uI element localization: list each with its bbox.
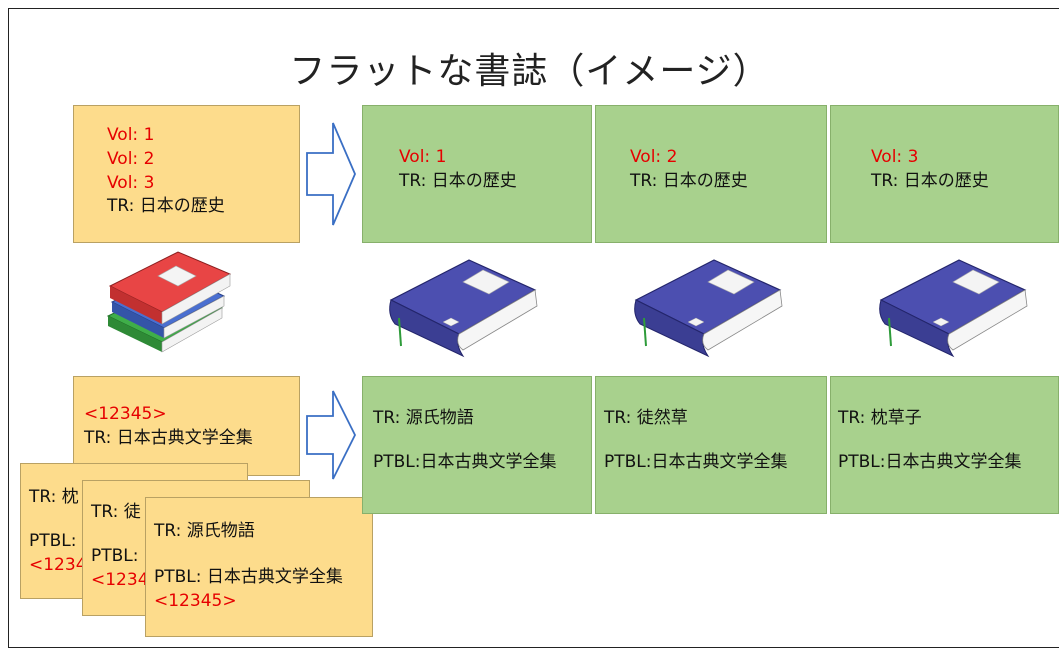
vol-label: Vol: 3 [871,147,919,167]
tr-label: TR: 日本古典文学全集 [84,427,253,448]
target-box-vol2: Vol: 2 TR: 日本の歴史 [595,105,827,243]
tr-label: TR: 日本の歴史 [399,170,517,191]
ptbl-label: PTBL: [91,545,139,566]
tr-label: TR: 日本の歴史 [107,196,225,217]
ptbl-label: PTBL: [29,530,77,551]
stacked-card-front: TR: 源氏物語 PTBL: 日本古典文学全集 <12345> [145,497,373,637]
target-box-work1: TR: 源氏物語 PTBL:日本古典文学全集 [362,376,592,514]
target-box-work3: TR: 枕草子 PTBL:日本古典文学全集 [830,376,1059,514]
tr-label: TR: 日本の歴史 [630,170,748,191]
ptbl-label: PTBL:日本古典文学全集 [604,451,788,472]
id-label: <12345> [154,590,237,611]
source-box-series: <12345> TR: 日本古典文学全集 [73,376,300,476]
tr-label: TR: 日本の歴史 [871,170,989,191]
tr-label: TR: 源氏物語 [154,521,255,541]
tr-label: TR: 枕 [29,487,79,507]
vol-label: Vol: 2 [630,147,678,167]
arrow-right-icon [306,122,356,226]
source-box-multivolume: Vol: 1 Vol: 2 Vol: 3 TR: 日本の歴史 [73,105,300,243]
tr-label: TR: 源氏物語 [373,408,474,428]
book-stack-icon [106,251,232,353]
vol-label: Vol: 3 [107,172,155,193]
tr-label: TR: 枕草子 [838,408,922,428]
target-box-work2: TR: 徒然草 PTBL:日本古典文学全集 [595,376,827,514]
vol-label: Vol: 1 [107,125,155,145]
book-icon [634,259,783,358]
book-icon [879,259,1028,358]
arrow-right-icon [306,390,357,480]
vol-label: Vol: 2 [107,148,155,169]
slide-title: フラットな書誌（イメージ） [289,51,770,92]
vol-label: Vol: 1 [399,147,447,167]
book-icon [389,259,538,358]
ptbl-label: PTBL:日本古典文学全集 [838,451,1022,472]
ptbl-label: PTBL:日本古典文学全集 [373,451,557,472]
id-label: <12345> [84,404,167,424]
id-label: <1234 [29,554,87,575]
ptbl-label: PTBL: 日本古典文学全集 [154,566,343,587]
tr-label: TR: 徒 [91,502,141,522]
target-box-vol3: Vol: 3 TR: 日本の歴史 [830,105,1059,243]
tr-label: TR: 徒然草 [604,408,688,428]
target-box-vol1: Vol: 1 TR: 日本の歴史 [362,105,592,243]
id-label: <1234 [91,569,149,590]
